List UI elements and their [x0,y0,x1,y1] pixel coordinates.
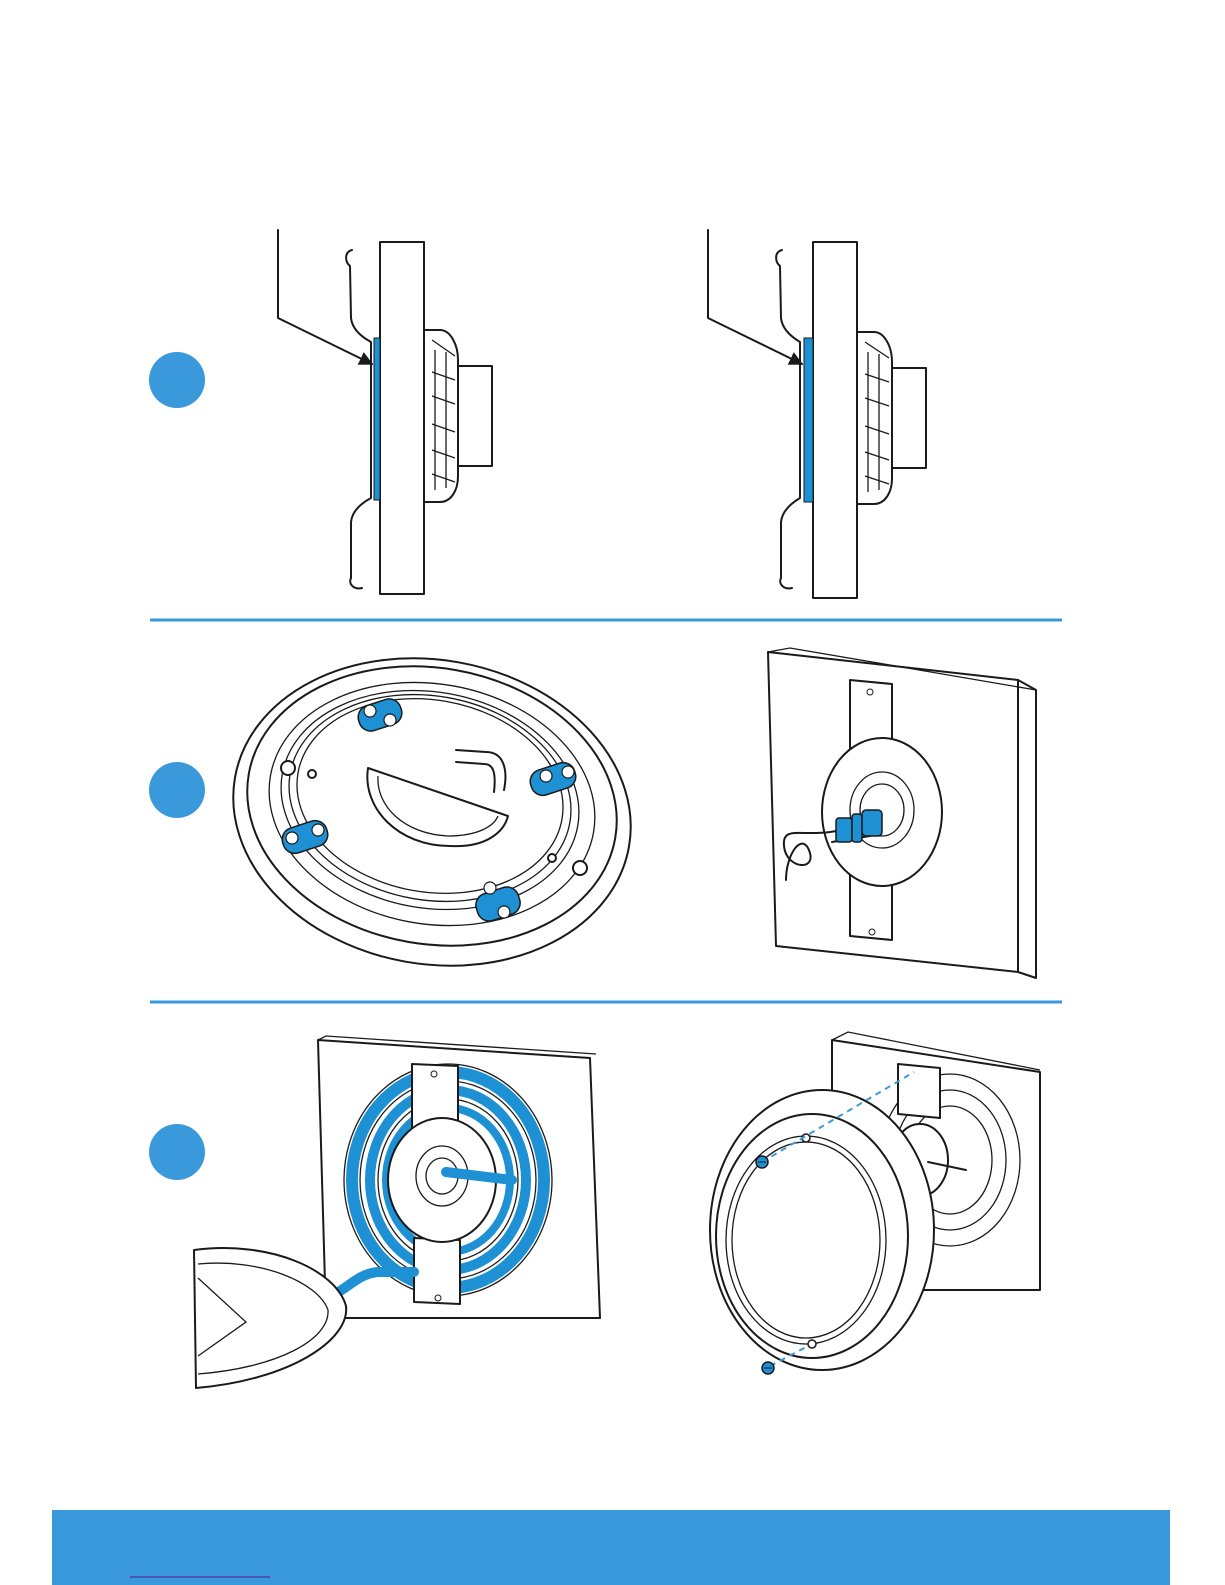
step-2-marker [149,762,205,818]
step-1-marker [149,352,205,408]
panel-cover-screwed-to-wall [710,1032,1040,1374]
panel-base-with-clips [209,628,656,997]
panel-side-section-thin-plate [278,230,492,594]
panel-cable-coiled-on-bracket [194,1036,600,1388]
footer-link-underline[interactable] [130,1576,270,1578]
footer-band [52,1510,1170,1585]
panel-wall-bracket-with-cable [768,648,1036,978]
panel-side-section-thick-plate [708,230,926,598]
step-3-marker [149,1124,205,1180]
